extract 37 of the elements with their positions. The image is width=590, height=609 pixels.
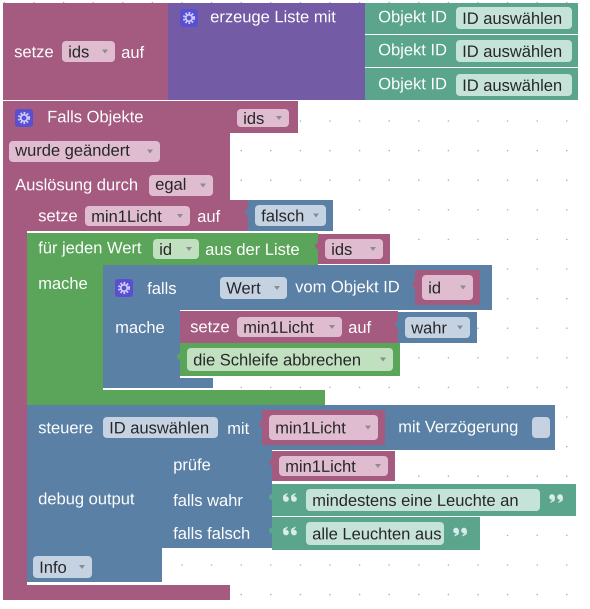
node-label: Objekt ID [378,43,446,59]
value-block: alle Leuchten aus [269,517,480,550]
code-block: erzeuge Liste mit [168,3,365,100]
input-field: ID auswählen [456,74,572,96]
value-block: ids [315,234,390,264]
node-label: prüfe [174,458,210,474]
node-label: falls falsch [173,526,250,540]
node-label: Falls Objekte [48,110,143,126]
node-label: setze [38,210,77,222]
dropdown-field: Info [33,556,92,578]
dropdown-field: wurde geändert [9,141,160,162]
dropdown-field: min1Licht [85,206,190,226]
dropdown-field: min1Licht [237,317,342,337]
value-block: min1Licht [269,451,395,481]
value-block: die Schleife abbrechen [177,343,400,376]
input-field: ID auswählen [456,40,572,62]
node-label: debug output [38,492,134,508]
node-label: Objekt ID [378,77,446,93]
value-block: mindestens eine Leuchte an [269,484,576,516]
dropdown-field: Wert [220,277,287,299]
value-block: falsch [245,200,333,231]
input-field: ID auswählen [456,7,572,29]
node-label: Objekt ID [378,10,446,26]
value-block: id [412,270,480,305]
value-block: wahr [395,312,477,343]
value-block: ids [227,104,296,132]
input-field: ID auswählen [103,417,218,438]
node-label: auf [198,210,220,222]
checkbox [532,417,550,438]
node-label: setze [14,46,53,58]
value-block: min1Licht [259,410,385,445]
node-label: auf [122,46,144,58]
dropdown-field: id [153,239,199,259]
node-label: Auslösung durch [15,178,138,194]
dropdown-field: egal [149,175,213,196]
dropdown-field: ids [62,41,115,62]
node-label: falls wahr [173,494,243,506]
